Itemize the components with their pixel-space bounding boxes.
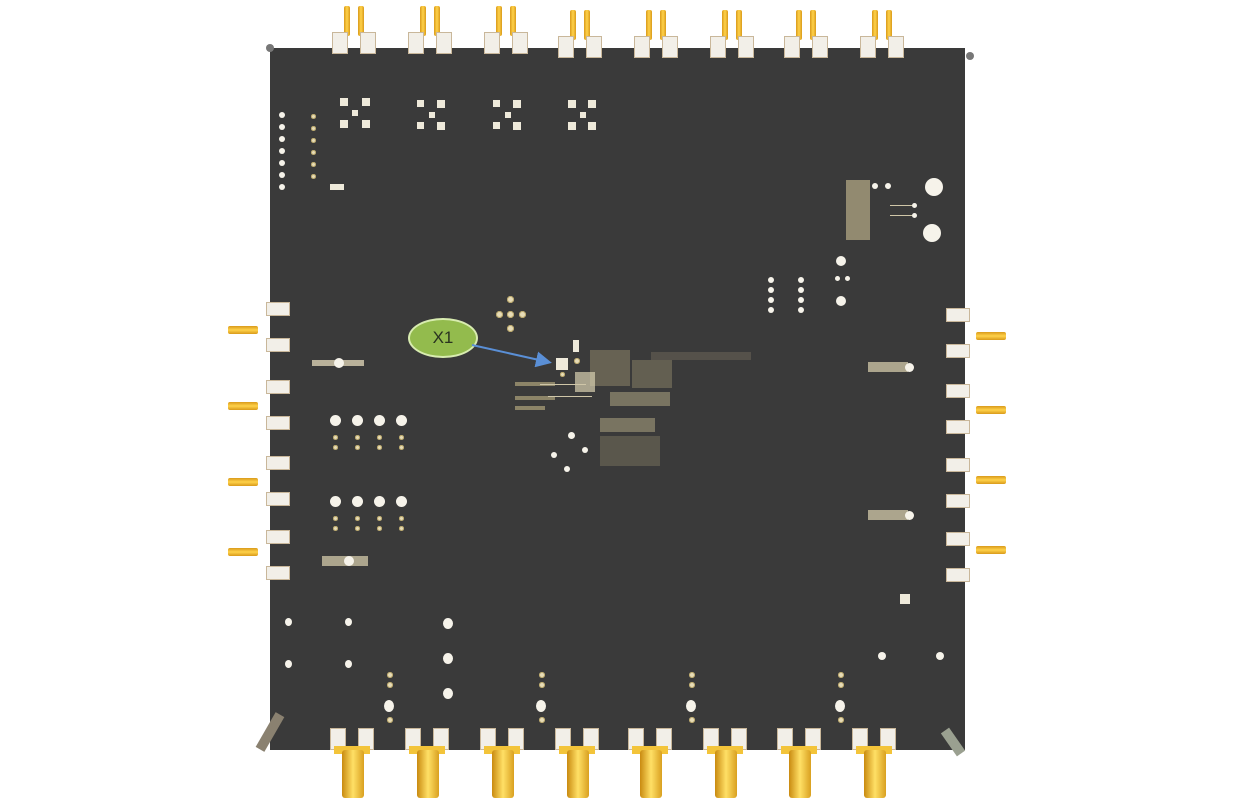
sma-connector — [784, 10, 828, 58]
sma-connector — [228, 530, 290, 580]
sma-connector — [228, 380, 290, 430]
sma-connector — [946, 384, 1006, 434]
sma-connector — [946, 458, 1006, 508]
standoff — [266, 44, 274, 52]
sma-connector — [228, 302, 290, 352]
sma-connector — [330, 728, 374, 808]
sma-connector — [946, 308, 1006, 358]
sma-connector — [555, 728, 599, 808]
sma-connector — [710, 10, 754, 58]
sma-connector — [852, 728, 896, 808]
sma-connector — [860, 10, 904, 58]
standoff — [966, 52, 974, 60]
sma-connector — [408, 6, 452, 54]
sma-connector — [228, 456, 290, 506]
x1-callout-label: X1 — [408, 318, 478, 358]
sma-connector — [634, 10, 678, 58]
sma-connector — [480, 728, 524, 808]
sma-connector — [777, 728, 821, 808]
callout-text: X1 — [432, 328, 454, 347]
sma-connector — [332, 6, 376, 54]
sma-connector — [628, 728, 672, 808]
sma-connector — [558, 10, 602, 58]
sma-connector — [405, 728, 449, 808]
sma-connector — [946, 532, 1006, 582]
sma-connector — [703, 728, 747, 808]
sma-connector — [484, 6, 528, 54]
